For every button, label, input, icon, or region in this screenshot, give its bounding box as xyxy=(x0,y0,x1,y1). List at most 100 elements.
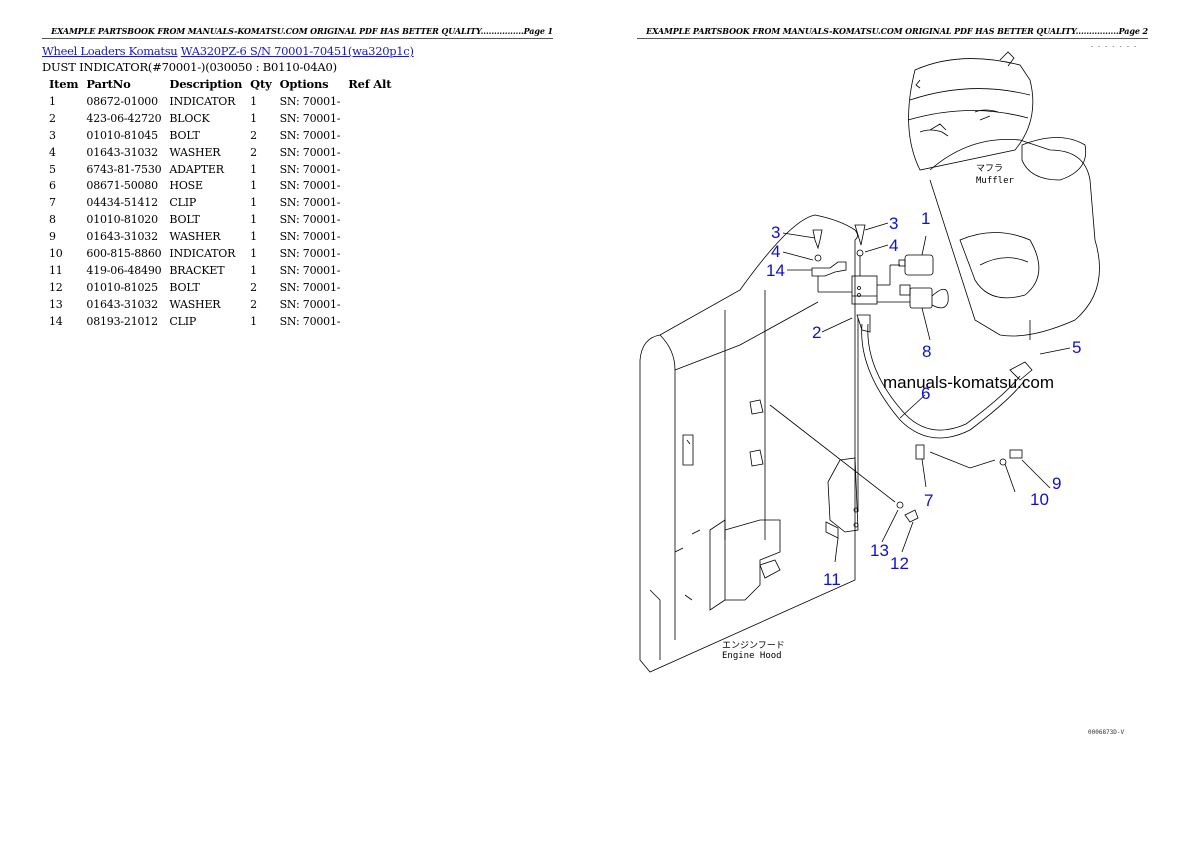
callout-4-left: 4 xyxy=(771,242,780,261)
cell-refalt xyxy=(344,144,395,161)
page-header-2: EXAMPLE PARTSBOOK FROM MANUALS-KOMATSU.C… xyxy=(637,26,1148,39)
cell-options: SN: 70001- xyxy=(279,213,341,227)
cell-options: SN: 70001- xyxy=(279,162,341,176)
breadcrumb: Wheel Loaders Komatsu WA320PZ-6 S/N 7000… xyxy=(42,44,414,58)
cell-refalt xyxy=(344,262,395,279)
cell-item: 11 xyxy=(49,263,63,277)
cell-partno: 01643-31032 xyxy=(86,297,158,311)
cell-refalt xyxy=(344,245,395,262)
cell-options: SN: 70001- xyxy=(279,314,341,328)
callout-10: 8 xyxy=(922,342,931,361)
cell-qty: 2 xyxy=(250,145,257,159)
cell-item: 2 xyxy=(49,111,56,125)
cell-qty: 2 xyxy=(250,297,257,311)
cell-item: 1 xyxy=(49,94,56,108)
section-title: DUST INDICATOR(#70001-)(030050 : B0110-0… xyxy=(42,60,337,74)
cell-partno: 423-06-42720 xyxy=(86,111,162,125)
callout-5: 5 xyxy=(1072,338,1081,357)
cell-description: INDICATOR xyxy=(169,94,236,108)
callout-3-left: 3 xyxy=(771,223,780,242)
col-item: Item xyxy=(49,76,79,91)
cell-refalt xyxy=(344,127,395,144)
col-partno: PartNo xyxy=(86,76,131,91)
cell-description: ADAPTER xyxy=(169,162,224,176)
cell-partno: 08193-21012 xyxy=(86,314,158,328)
cell-partno: 08671-50080 xyxy=(86,179,158,193)
cell-item: 14 xyxy=(49,314,63,328)
page-header-1: EXAMPLE PARTSBOOK FROM MANUALS-KOMATSU.C… xyxy=(42,26,553,39)
cell-partno: 01010-81045 xyxy=(86,128,158,142)
cell-partno: 01643-31032 xyxy=(86,145,158,159)
col-qty: Qty xyxy=(250,76,272,91)
cell-refalt xyxy=(344,110,395,127)
cell-options: SN: 70001- xyxy=(279,297,341,311)
cell-qty: 2 xyxy=(250,280,257,294)
cell-description: CLIP xyxy=(169,314,197,328)
leader-lines xyxy=(782,222,1071,563)
cell-refalt xyxy=(344,194,395,211)
col-refalt: Ref Alt xyxy=(348,76,392,91)
cell-options: SN: 70001- xyxy=(279,94,341,108)
cell-partno: 01643-31032 xyxy=(86,230,158,244)
bracket-drawing xyxy=(769,404,919,539)
cell-description: WASHER xyxy=(169,297,221,311)
cell-description: INDICATOR xyxy=(169,246,236,260)
cell-description: BOLT xyxy=(169,128,200,142)
hood-label: Engine Hood xyxy=(722,651,782,661)
cell-options: SN: 70001- xyxy=(279,196,341,210)
cell-options: SN: 70001- xyxy=(279,230,341,244)
cell-qty: 1 xyxy=(250,230,257,244)
cell-options: SN: 70001- xyxy=(279,111,341,125)
model-link[interactable]: WA320PZ-6 S/N 70001-70451(wa320p1c) xyxy=(180,44,414,58)
cell-qty: 1 xyxy=(250,263,257,277)
cell-refalt xyxy=(344,313,395,330)
drawing-code: 0006873D-V xyxy=(1088,729,1125,736)
cell-item: 12 xyxy=(49,280,63,294)
cell-refalt xyxy=(344,211,395,228)
cell-item: 7 xyxy=(49,196,56,210)
cell-description: WASHER xyxy=(169,230,221,244)
callout-3-right: 3 xyxy=(889,214,898,233)
cell-partno: 08672-01000 xyxy=(86,94,158,108)
cell-description: BLOCK xyxy=(169,111,210,125)
cell-partno: 6743-81-7530 xyxy=(86,162,162,176)
cell-options: SN: 70001- xyxy=(279,145,341,159)
cell-refalt xyxy=(344,296,395,313)
callout-11: 11 xyxy=(823,570,841,589)
cell-description: WASHER xyxy=(169,145,221,159)
hood-label-jp: エンジンフード xyxy=(722,641,785,651)
muffler-label: Muffler xyxy=(976,176,1015,186)
callout-2: 2 xyxy=(812,323,821,342)
table-row: 4 01643-31032 WASHER 2 SN: 70001- xyxy=(44,144,395,161)
cell-refalt xyxy=(344,228,395,245)
muffler-label-jp: マフラ xyxy=(976,163,1003,174)
cell-options: SN: 70001- xyxy=(279,128,341,142)
cell-item: 10 xyxy=(49,246,63,260)
cell-refalt xyxy=(344,177,395,194)
category-link[interactable]: Wheel Loaders Komatsu xyxy=(42,44,178,58)
table-header-row: Item PartNo Description Qty Options Ref … xyxy=(44,76,395,93)
cell-qty: 1 xyxy=(250,196,257,210)
callout-7: 7 xyxy=(924,491,933,510)
cell-qty: 1 xyxy=(250,246,257,260)
col-options: Options xyxy=(279,76,329,91)
callout-12: 12 xyxy=(890,554,909,573)
parts-diagram: 3 4 14 3 4 1 2 8 5 6 7 9 10 11 12 13 man… xyxy=(639,43,1137,736)
cell-refalt xyxy=(344,279,395,296)
cell-item: 4 xyxy=(49,145,56,159)
cell-description: BOLT xyxy=(169,213,200,227)
cell-options: SN: 70001- xyxy=(279,263,341,277)
callout-4-right: 4 xyxy=(889,236,898,255)
cell-partno: 04434-51412 xyxy=(86,196,158,210)
cell-qty: 1 xyxy=(250,314,257,328)
cell-item: 8 xyxy=(49,213,56,227)
